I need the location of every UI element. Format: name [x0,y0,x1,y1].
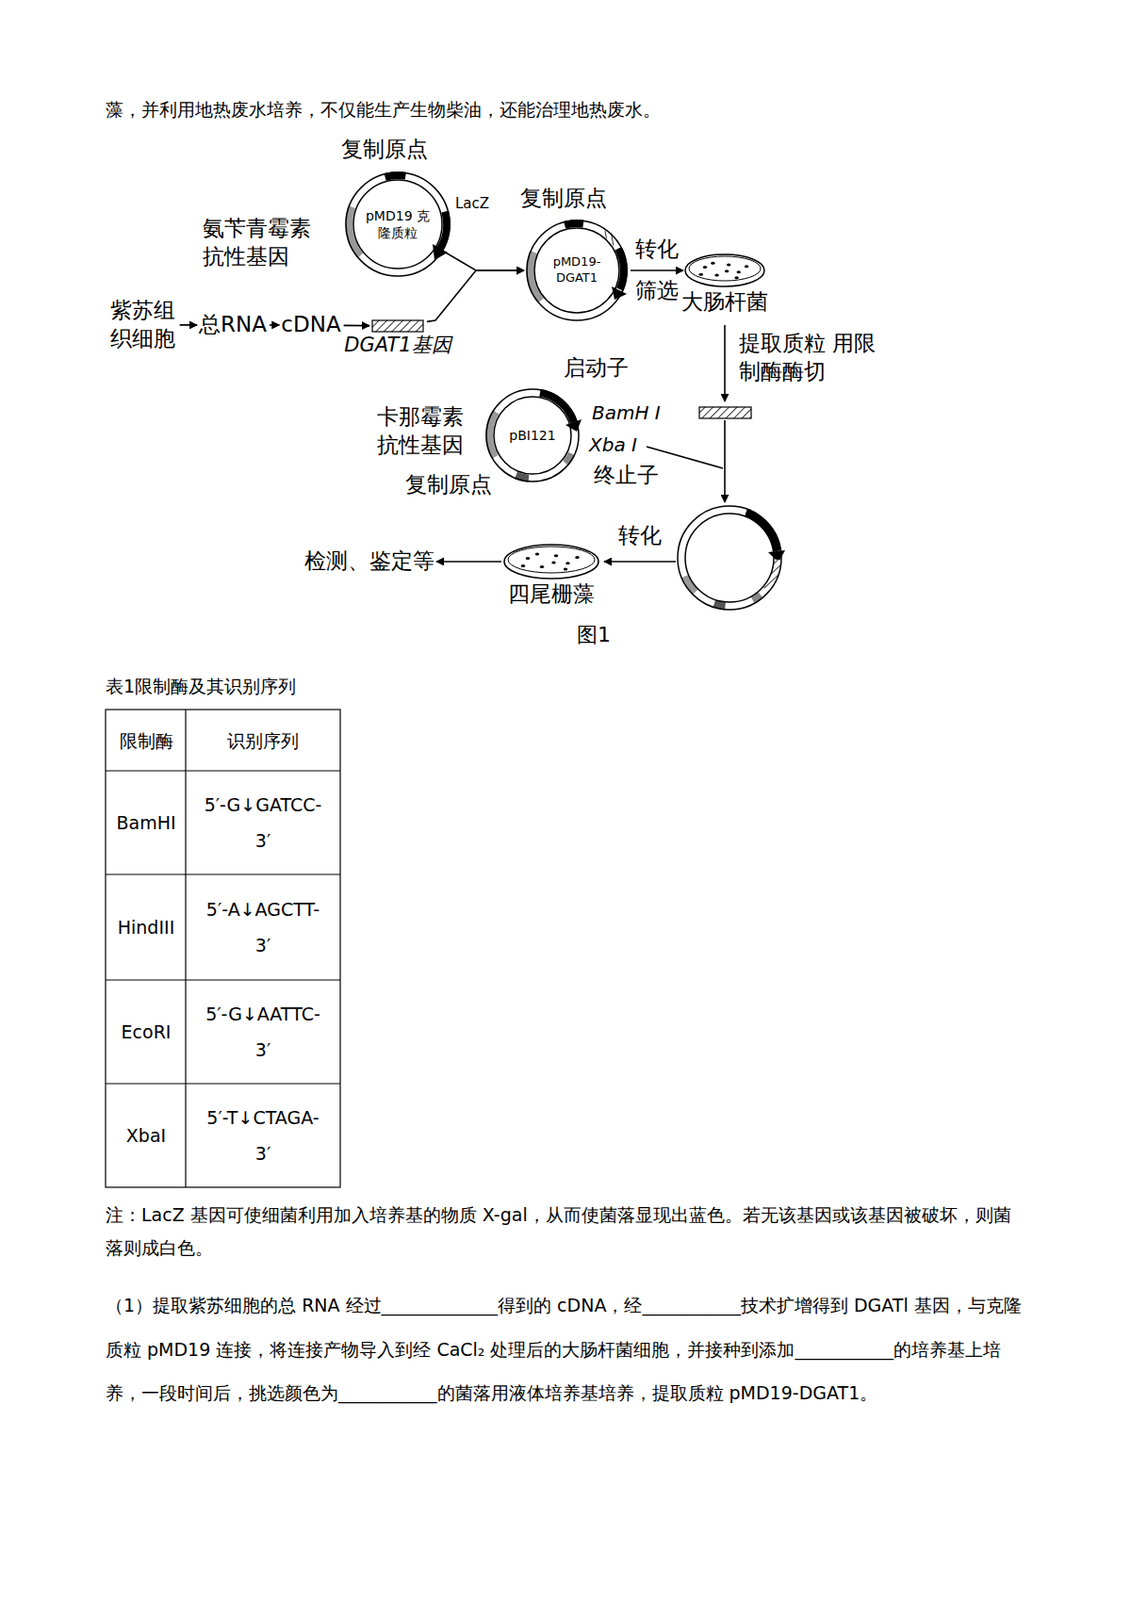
table-cell: 识别序列 [227,729,299,754]
plasmid-circle: pMD19 克隆质粒 [344,171,451,278]
plasmid-segments [473,376,723,495]
plasmid-circle: pBI121 [485,388,580,483]
node-text: 检测、鉴定等 [304,547,435,576]
node-text: 紫苏组织细胞 [109,296,177,354]
body-text: （1）提取紫苏细胞的总 RNA 经过_____________得到的 cDNA，… [105,1283,1026,1416]
table-cell: XbaI [126,1124,166,1148]
part-label: 卡那霉素 抗性基因 [377,403,472,460]
table-cell: EcoRI [121,1020,172,1045]
plasmid-segments [510,204,644,338]
part-label: 终止子 [593,461,659,491]
process-text: 检测、鉴定等 [304,547,435,576]
part-label: 复制原点 [405,471,492,500]
plasmid-circle: pMD19-DGAT1 [525,219,628,322]
plasmid-ring [344,171,451,278]
flow-arrow [436,560,502,563]
dish-outline [683,252,767,289]
petri-dish: 大肠杆菌 [681,252,769,317]
body-text: 注：LacZ 基因可使细菌利用加入培养基的物质 X-gal，从而使菌落显现出蓝色… [105,1198,1026,1265]
process-text: cDNA [280,311,341,340]
edge-label: 转化 筛选 [634,229,680,312]
node-text: cDNA [280,311,341,340]
part-label: 提取质粒 用限制酶酶切 [738,329,881,387]
gene-bar [371,319,425,333]
part-label: 转化 [618,522,662,551]
part-label: 复制原点 [520,184,607,214]
part-label: 复制原点 [341,135,428,164]
process-text: 总RNA [198,311,267,340]
recombinant-plasmid [661,490,798,626]
petri-dish: 四尾栅藻 [502,542,601,609]
flow-arrow [180,324,197,327]
flow-arrow [630,269,684,272]
gene-fragment: DGAT1基因 [344,319,451,359]
node-text: 总RNA [198,311,267,340]
flow-arrow [269,324,279,327]
table-cell: 限制酶 [119,729,174,754]
flow-arrow [344,325,370,328]
part-label: 氨苄青霉素 抗性基因 [202,214,321,272]
plasmid-segments [328,155,468,295]
node-text: pMD19-DGAT1 [536,254,618,287]
table-cell: 5′-T↓CTAGA-3′ [199,1099,328,1172]
table-cell: 5′-G↓AATTC-3′ [199,996,328,1068]
part-label: Xba I [589,432,638,458]
node-text: pMD19 克隆质粒 [363,207,432,242]
body-text: 藻，并利用地热废水培养，不仅能生产生物柴油，还能治理地热废水。 [105,98,661,122]
part-label: 图1 [576,622,611,650]
table-cell: 5′-G↓GATCC-3′ [199,786,328,859]
table-cell: BamHI [115,811,176,836]
dish-outline [502,542,601,581]
table-cell: HindIII [117,916,175,940]
part-label: 表1限制酶及其识别序列 [105,674,296,699]
node-text: 大肠杆菌 [681,288,769,317]
part-label: 启动子 [563,354,629,383]
table-cell: 5′-A↓AGCTT-3′ [199,891,328,964]
node-text: 四尾栅藻 [508,580,595,609]
part-label: BamH I [591,400,661,426]
flow-arrow [445,252,525,271]
table-grid [105,709,341,1188]
node-text: DGAT1基因 [344,332,451,359]
node-text: pBI121 [508,426,556,444]
process-text: 紫苏组织细胞 [109,296,177,354]
part-label: LacZ [455,195,490,214]
flow-arrow [426,270,525,322]
